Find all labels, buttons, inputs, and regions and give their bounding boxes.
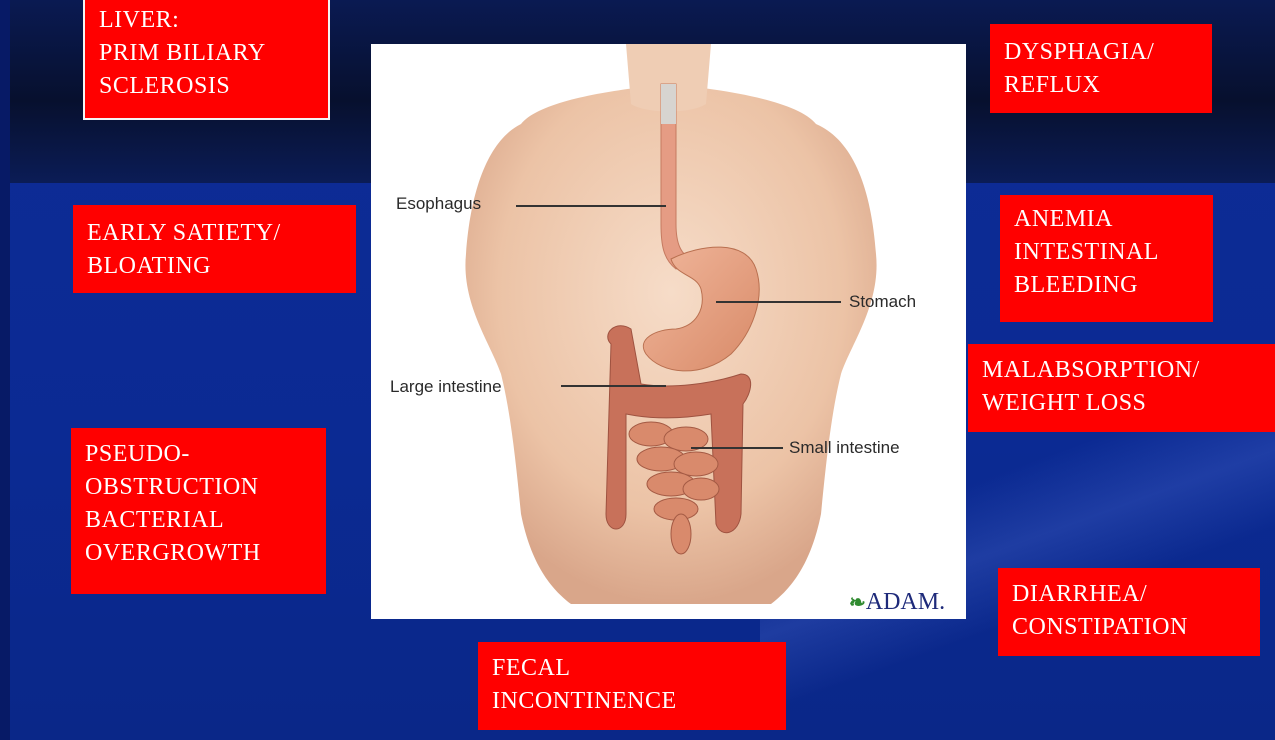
- anatomy-figure: Esophagus Stomach Large intestine Small …: [371, 44, 966, 619]
- label-early-satiety: EARLY SATIETY/ BLOATING: [73, 205, 356, 293]
- stomach-label: Stomach: [849, 292, 916, 312]
- left-accent-bar: [0, 0, 10, 740]
- adam-logo: ❧ADAM.: [849, 589, 945, 616]
- label-malabsorption: MALABSORPTION/ WEIGHT LOSS: [968, 344, 1275, 432]
- label-anemia: ANEMIA INTESTINAL BLEEDING: [1000, 195, 1213, 322]
- label-fecal-incontinence: FECAL INCONTINENCE: [478, 642, 786, 730]
- small-intestine-label: Small intestine: [789, 438, 900, 458]
- label-dysphagia: DYSPHAGIA/ REFLUX: [990, 24, 1212, 113]
- label-diarrhea: DIARRHEA/ CONSTIPATION: [998, 568, 1260, 656]
- adam-logo-text: ADAM.: [866, 589, 945, 615]
- label-liver: LIVER: PRIM BILIARY SCLEROSIS: [83, 0, 330, 120]
- label-pseudo-obstruction: PSEUDO- OBSTRUCTION BACTERIAL OVERGROWTH: [71, 428, 326, 594]
- tube-shape: [661, 84, 676, 124]
- large-intestine-label: Large intestine: [390, 377, 502, 397]
- esophagus-label: Esophagus: [396, 194, 481, 214]
- torso-illustration: [371, 44, 966, 619]
- adam-leaf-icon: ❧: [849, 592, 866, 614]
